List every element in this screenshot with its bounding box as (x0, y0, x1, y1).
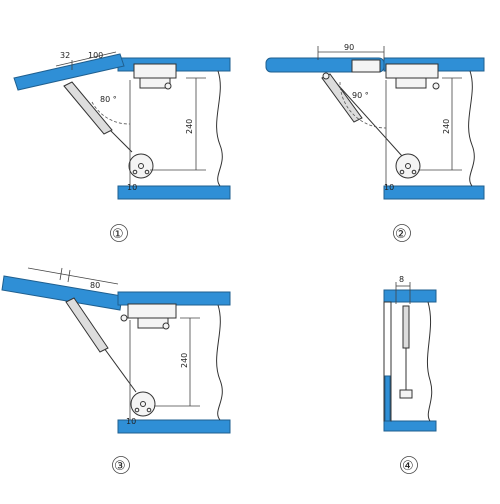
hinge-plate (139, 77, 171, 89)
cabinet-bottom-board (117, 185, 231, 200)
hinge-screw (162, 322, 170, 330)
hinge-screw (432, 82, 440, 90)
step-badge (112, 456, 130, 474)
dim-label-b: 100 (88, 51, 103, 60)
hinge-pivot (120, 314, 128, 322)
hinge-block (385, 63, 439, 79)
panel-3: 80 240 10 ③ (1, 267, 231, 474)
hinge-block (133, 63, 177, 79)
mount-hole (146, 407, 152, 413)
gas-strut-rod (329, 75, 403, 157)
mount-hole (411, 169, 417, 175)
step-badge (110, 224, 128, 242)
step-badge (393, 224, 411, 242)
top-dimension-line (55, 51, 117, 67)
cabinet-bottom-board (383, 185, 485, 200)
step-number: ③ (114, 459, 126, 474)
dim-label-top: 80 (90, 281, 100, 290)
dimension-tick (59, 267, 63, 281)
cabinet-top-board (117, 291, 231, 306)
angle-arc (91, 101, 131, 125)
mount-hole (140, 401, 146, 407)
cabinet-bottom-board (383, 420, 437, 432)
mount-hole (399, 169, 405, 175)
strut-mount-plate (399, 389, 413, 399)
angle-arc (339, 81, 387, 129)
angle-label: 80 ° (100, 95, 117, 104)
hinge-plate (395, 77, 427, 89)
mount-hole (134, 407, 140, 413)
cabinet-side-edge (468, 70, 475, 187)
gas-strut-cylinder (402, 305, 410, 349)
mount-hole (132, 169, 138, 175)
panel-2: 90 90 ° 240 10 ② (265, 43, 485, 242)
angle-label: 90 ° (352, 91, 369, 100)
hinge-screw (164, 82, 172, 90)
mount-hole (144, 169, 150, 175)
hinge-slot (351, 59, 381, 73)
cabinet-bottom-board (117, 419, 231, 434)
dim-label-top: 8 (399, 275, 404, 284)
step-badge (400, 456, 418, 474)
cabinet-side-edge (216, 304, 223, 421)
step-number: ① (112, 227, 124, 242)
top-dimension-line (27, 267, 119, 285)
height-label: 240 (442, 119, 451, 134)
lid-board (13, 53, 125, 91)
bottom-label: 10 (126, 417, 136, 426)
step-number: ② (395, 227, 407, 242)
mount-hole (405, 163, 411, 169)
panel-4: 8 ④ (383, 275, 437, 474)
step-number: ④ (402, 459, 414, 474)
strut-pivot (322, 72, 330, 80)
dim-label-top: 90 (344, 43, 354, 52)
height-label: 240 (180, 353, 189, 368)
panel-1: 32 100 80 ° 240 10 ① (13, 51, 231, 242)
bottom-label: 10 (384, 183, 394, 192)
hinge-block (127, 303, 177, 319)
cabinet-side-edge (426, 301, 433, 422)
mount-hole (138, 163, 144, 169)
gas-strut-cylinder (65, 297, 109, 353)
gas-strut-cylinder (63, 81, 113, 135)
bottom-label: 10 (127, 183, 137, 192)
lid-board (1, 275, 123, 311)
dim-label-a: 32 (60, 51, 70, 60)
height-label: 240 (185, 119, 194, 134)
lid-board (384, 375, 391, 422)
dimension-tick (67, 269, 71, 283)
cabinet-side-edge (216, 70, 223, 187)
hinge-plate (137, 317, 169, 329)
